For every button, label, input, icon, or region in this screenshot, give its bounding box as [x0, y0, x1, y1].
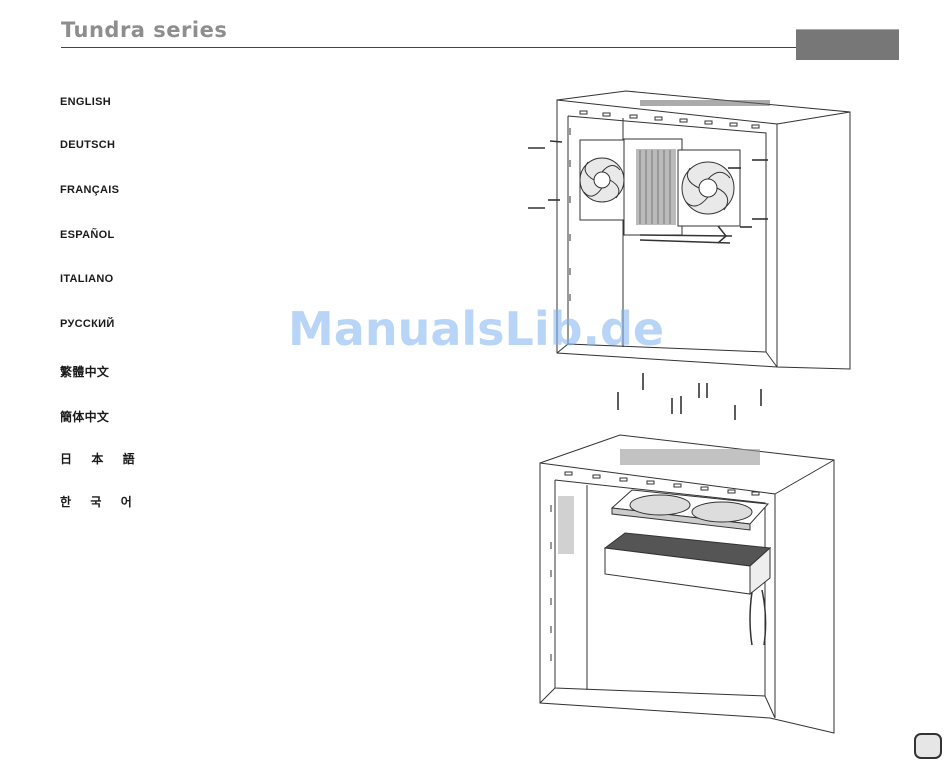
- screws-set: [618, 373, 761, 420]
- page-button[interactable]: [914, 733, 942, 759]
- fan-radiator-top-mount-diagram: [540, 435, 834, 733]
- fan-radiator-rear-mount-diagram: [528, 91, 850, 369]
